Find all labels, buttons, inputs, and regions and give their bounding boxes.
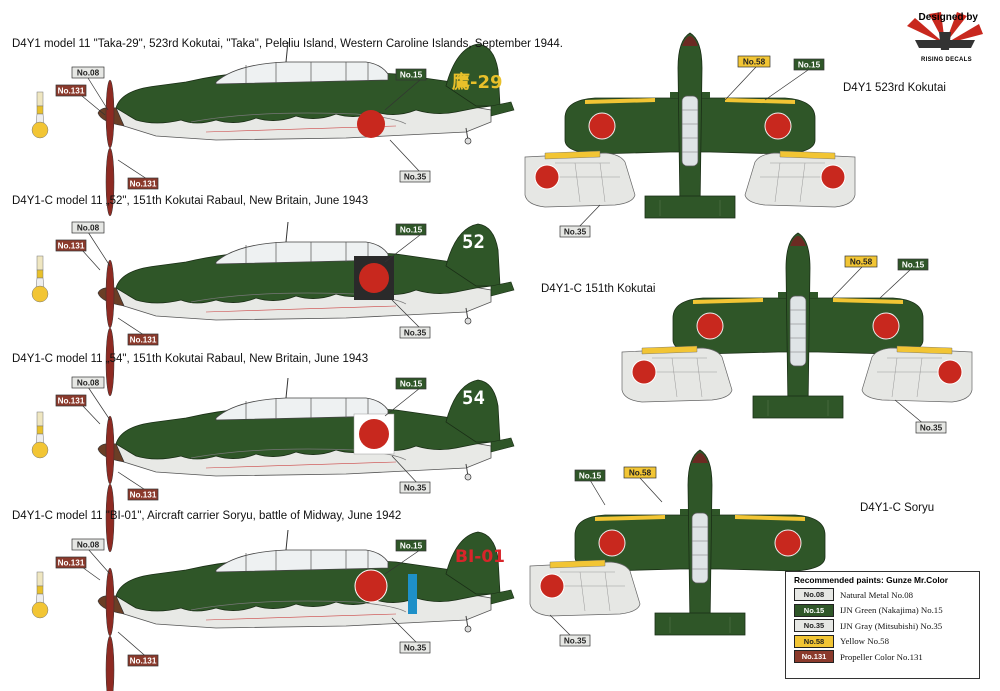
tail-code-3: 54 [462,387,485,409]
legend-item: No.08 Natural Metal No.08 [794,587,979,603]
legend-swatch: No.08 [794,588,834,602]
legend-swatch: No.15 [794,603,834,617]
profile-52 [97,221,515,325]
logo-brand: RISING DECALS [921,57,972,63]
svg-text:No.131: No.131 [58,242,85,251]
svg-text:No.35: No.35 [404,484,427,493]
svg-text:No.131: No.131 [130,180,157,189]
callouts: No.08 No.131 No.131 No.15 No.35 No.08 No… [55,55,947,667]
underside-left-wing-3 [529,559,641,617]
svg-text:No.08: No.08 [77,69,100,78]
svg-text:No.35: No.35 [404,644,427,653]
designer-logo: Designed by RISING DECALS [900,10,990,66]
caption-profile-4: D4Y1-C model 11 "BI-01", Aircraft carrie… [12,510,402,522]
underside-right-wing-1 [744,150,856,208]
view-name-2: D4Y1-C 151th Kokutai [541,283,656,295]
legend-label: Propeller Color No.131 [840,651,923,662]
svg-text:No.15: No.15 [798,61,821,70]
svg-text:No.35: No.35 [404,329,427,338]
prop-blade-icon-1 [31,91,49,139]
svg-text:No.58: No.58 [629,469,652,478]
prop-blade-icon-2 [31,255,49,303]
prop-blade-icon-4 [31,571,49,619]
profile-54 [97,377,515,481]
view-name-1: D4Y1 523rd Kokutai [843,82,946,94]
legend-title: Recommended paints: Gunze Mr.Color [794,575,949,585]
legend-swatch: No.35 [794,619,834,633]
logo-designed-by: Designed by [918,12,978,23]
svg-text:No.08: No.08 [77,541,100,550]
svg-text:No.131: No.131 [58,397,85,406]
svg-text:No.15: No.15 [400,380,423,389]
rising-decals-logo-graphic [907,12,983,50]
underside-left-wing-1 [524,150,636,208]
svg-text:No.35: No.35 [404,173,427,182]
svg-text:No.58: No.58 [743,58,766,67]
legend-swatch: No.131 [794,650,834,664]
svg-text:No.35: No.35 [564,228,587,237]
prop-blade-icon-3 [31,411,49,459]
svg-text:No.58: No.58 [850,258,873,267]
paint-legend: Recommended paints: Gunze Mr.Color No.08… [785,571,980,679]
legend-item: No.15 IJN Green (Nakajima) No.15 [794,603,979,619]
tail-code-4: BI-01 [455,547,505,567]
legend-item: No.35 IJN Gray (Mitsubishi) No.35 [794,618,979,634]
caption-profile-3: D4Y1-C model 11 „54", 151th Kokutai Raba… [12,353,369,365]
svg-text:No.15: No.15 [400,226,423,235]
legend-label: IJN Green (Nakajima) No.15 [840,605,943,616]
svg-text:No.35: No.35 [920,424,943,433]
svg-text:No.15: No.15 [400,542,423,551]
legend-label: Natural Metal No.08 [840,589,914,600]
profile-bi-01 [97,529,515,633]
svg-text:No.131: No.131 [130,491,157,500]
caption-profile-1: D4Y1 model 11 "Taka-29", 523rd Kokutai, … [12,38,563,50]
legend-item: No.131 Propeller Color No.131 [794,649,979,665]
legend-label: Yellow No.58 [840,636,889,647]
svg-text:No.131: No.131 [130,336,157,345]
profile-taka-29 [97,41,515,145]
view-name-3: D4Y1-C Soryu [860,502,935,514]
svg-text:No.15: No.15 [579,472,602,481]
tail-code-2: 52 [462,231,485,253]
svg-text:No.08: No.08 [77,224,100,233]
svg-text:No.131: No.131 [58,87,85,96]
legend-label: IJN Gray (Mitsubishi) No.35 [840,620,943,631]
underside-right-wing-2 [861,345,973,403]
svg-text:No.15: No.15 [902,261,925,270]
legend-item: No.58 Yellow No.58 [794,634,979,650]
tail-code-1: 鷹-29 [452,71,503,93]
svg-text:No.35: No.35 [564,637,587,646]
svg-text:No.131: No.131 [58,559,85,568]
svg-text:No.131: No.131 [130,657,157,666]
svg-text:No.15: No.15 [400,71,423,80]
caption-profile-2: D4Y1-C model 11 „52", 151th Kokutai Raba… [12,195,369,207]
svg-text:No.08: No.08 [77,379,100,388]
underside-left-wing-2 [621,345,733,403]
legend-swatch: No.58 [794,634,834,648]
